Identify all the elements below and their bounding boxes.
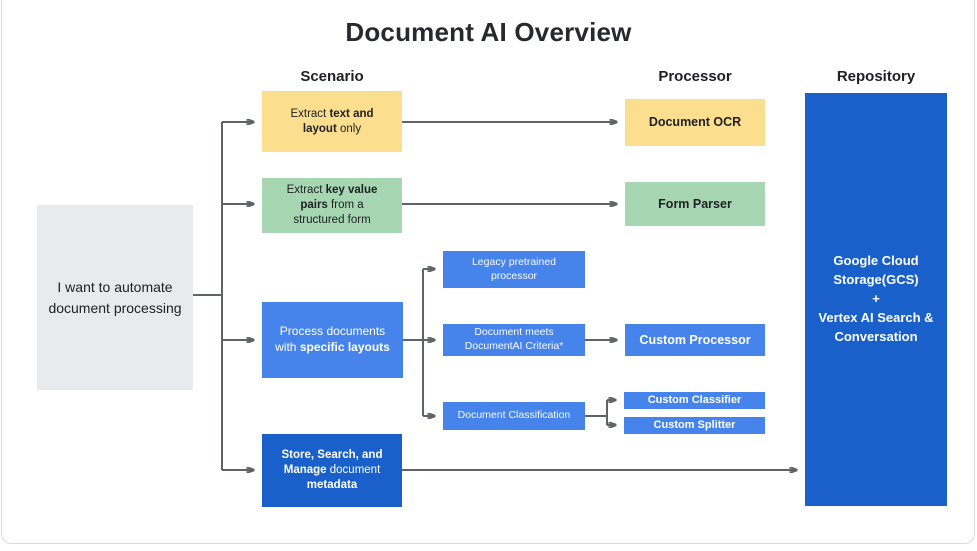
scenario-extract-text-layout: Extract text and layout only bbox=[262, 91, 402, 152]
scenario-specific-layouts: Process documents with specific layouts bbox=[262, 302, 403, 378]
processor-custom-processor: Custom Processor bbox=[625, 324, 765, 356]
step-legacy-pretrained-processor: Legacy pretrained processor bbox=[443, 251, 585, 288]
repository-box: Google Cloud Storage(GCS) + Vertex AI Se… bbox=[805, 93, 947, 506]
processor-custom-classifier: Custom Classifier bbox=[624, 392, 765, 409]
column-header-scenario: Scenario bbox=[300, 68, 364, 85]
scenario-extract-key-value: Extract key value pairs from a structure… bbox=[262, 178, 402, 233]
processor-custom-splitter: Custom Splitter bbox=[624, 417, 765, 434]
step-documentai-criteria: Document meets DocumentAI Criteria* bbox=[443, 324, 585, 356]
column-header-repository: Repository bbox=[836, 68, 916, 85]
scenario-store-search-manage: Store, Search, and Manage document metad… bbox=[262, 434, 402, 507]
repository-line-gcs: Google Cloud Storage(GCS) bbox=[833, 253, 919, 288]
processor-document-ocr: Document OCR bbox=[625, 99, 765, 146]
column-header-processor: Processor bbox=[658, 68, 732, 85]
intro-box: I want to automate document processing bbox=[37, 205, 193, 390]
repository-line-vertex: Vertex AI Search & Conversation bbox=[818, 309, 934, 344]
page-title: Document AI Overview bbox=[345, 17, 632, 47]
repository-line-plus: + bbox=[872, 291, 880, 307]
step-document-classification: Document Classification bbox=[443, 402, 585, 430]
processor-form-parser: Form Parser bbox=[625, 182, 765, 226]
